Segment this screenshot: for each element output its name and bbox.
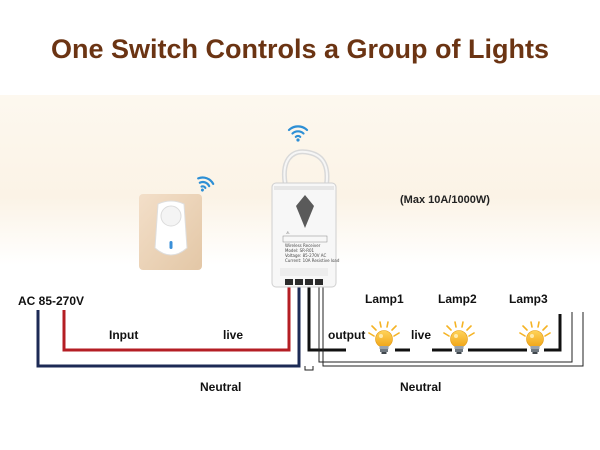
- output-wire: [307, 284, 346, 352]
- load-live-wire: [395, 314, 562, 352]
- lamp-icon: [443, 321, 475, 354]
- wifi-icon: [197, 176, 215, 192]
- ac-source-label: AC 85-270V: [18, 294, 84, 308]
- load-neutral-wire-inner: [322, 284, 584, 367]
- live-label-load: live: [411, 328, 431, 342]
- receiver-title: Wireless Receiver: [285, 243, 321, 248]
- wall-switch: [139, 194, 202, 270]
- output-label: output: [328, 328, 365, 342]
- max-rating: (Max 10A/1000W): [400, 194, 490, 206]
- load-neutral-wire: [318, 284, 573, 363]
- lamp-icon: [519, 321, 551, 354]
- receiver-warning: ⚠: [286, 230, 290, 235]
- live-label-input: live: [223, 328, 243, 342]
- lamp1-label: Lamp1: [365, 292, 404, 306]
- receiver-model: Model: SR-R01: [285, 248, 315, 253]
- receiver-voltage: Voltage: 85-270V AC: [285, 253, 326, 258]
- live-wire-input: [62, 284, 291, 352]
- neutral-jumper: [304, 366, 314, 371]
- lamp-icon: [368, 321, 400, 354]
- lamp2-label: Lamp2: [438, 292, 477, 306]
- receiver-device: ⚠ Wireless Receiver Model: SR-R01 Voltag…: [271, 149, 340, 288]
- wifi-icon: [287, 125, 309, 142]
- receiver-current: Current: 10A Resistive load: [285, 258, 340, 263]
- neutral-wire-source: [36, 284, 301, 368]
- page-title: One Switch Controls a Group of Lights: [51, 34, 549, 64]
- lamp3-label: Lamp3: [509, 292, 548, 306]
- neutral-label-load: Neutral: [400, 380, 441, 394]
- neutral-label-source: Neutral: [200, 380, 241, 394]
- input-label: Input: [109, 328, 138, 342]
